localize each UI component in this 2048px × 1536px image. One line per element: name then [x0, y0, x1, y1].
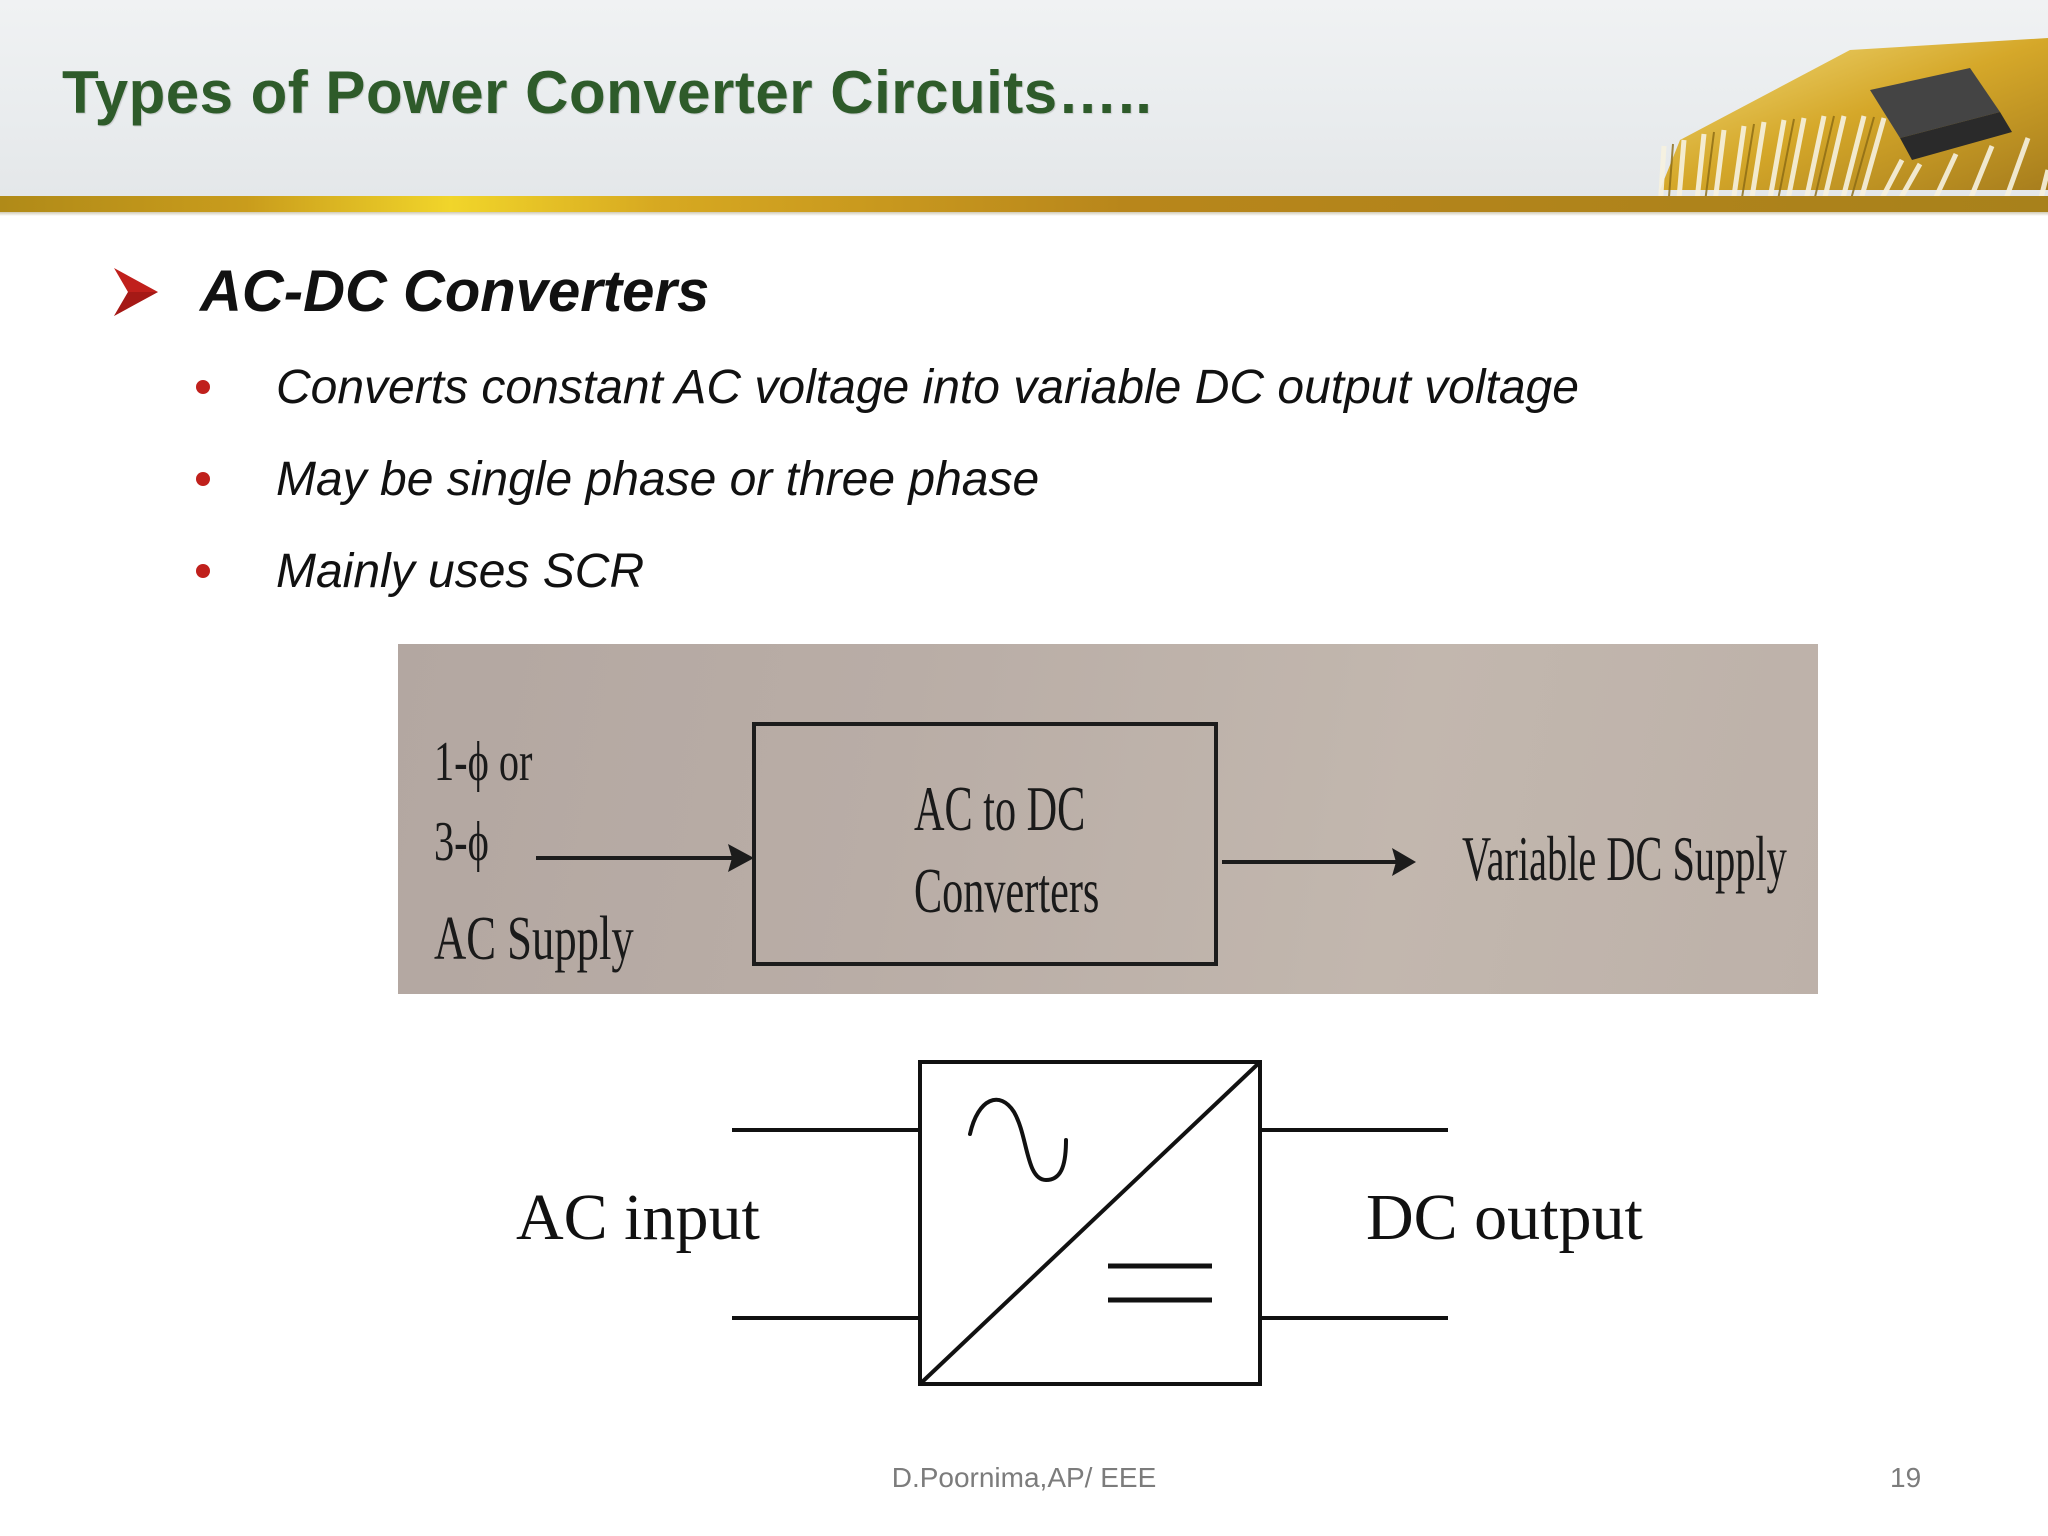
- footer-author: D.Poornima,AP/ EEE: [891, 1462, 1157, 1493]
- bullet-text: Mainly uses SCR: [276, 545, 645, 598]
- output-arrow-head: [1392, 848, 1416, 876]
- block-diagram-photo: 1-ϕ or 3-ϕ AC Supply AC to DC Converters…: [398, 644, 1818, 994]
- input-supply-label: AC Supply: [434, 905, 634, 973]
- bullet-text: May be single phase or three phase: [276, 453, 1040, 506]
- converter-block: [752, 722, 1218, 966]
- page-number: 19: [1890, 1462, 1922, 1493]
- ac-wave-icon: [968, 1097, 1068, 1183]
- header-gold-bar: [0, 196, 2048, 216]
- processor-chip-image: [1657, 38, 2048, 210]
- converter-symbol-box: [918, 1060, 1262, 1386]
- bullet-dot-icon: [196, 564, 210, 578]
- converter-block-label: AC to DC: [914, 773, 1086, 844]
- dc-output-label: DC output: [1366, 1181, 1643, 1254]
- bullet-dot-icon: [196, 472, 210, 486]
- section-heading: AC-DC Converters: [200, 259, 710, 324]
- ac-dc-converter-symbol: [732, 1060, 1448, 1386]
- symbol-diagonal: [918, 1060, 1262, 1386]
- bullet-dot-icon: [196, 380, 210, 394]
- bullet-text: Converts constant AC voltage into variab…: [276, 361, 1579, 414]
- arrow-bullet-icon: [114, 268, 158, 316]
- converter-block-label: Converters: [914, 855, 1100, 926]
- input-phase-label: 1-ϕ or: [434, 731, 533, 793]
- input-phase-label: 3-ϕ: [434, 811, 489, 873]
- input-arrow-head: [728, 844, 754, 872]
- slide-title: Types of Power Converter Circuits…..: [62, 59, 1153, 126]
- ac-input-label: AC input: [516, 1181, 760, 1254]
- block-diagram-lines: [536, 722, 1416, 966]
- output-supply-label: Variable DC Supply: [1462, 823, 1787, 894]
